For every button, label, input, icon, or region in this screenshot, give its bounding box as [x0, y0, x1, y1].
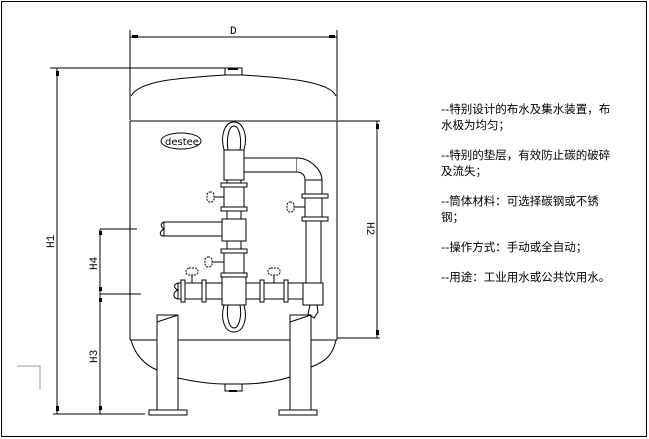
tank-legs: [148, 314, 318, 416]
dimension-h3-h4: H4 H3: [89, 228, 141, 414]
note-distribution: --特别设计的布水及集水装置，布水极为均匀；: [441, 102, 611, 132]
feature-notes: --特别设计的布水及集水装置，布水极为均匀； --特别的垫层，有效防止碳的破碎及…: [441, 101, 621, 299]
note-operation-mode: --操作方式：手动或全自动；: [441, 240, 588, 254]
dimension-h1-label: H1: [46, 234, 58, 248]
brand-logo-text: destee: [165, 137, 199, 148]
dimension-h2: H2: [363, 121, 379, 338]
dimension-d-label: D: [230, 26, 237, 38]
note-application: --用途：工业用水或公共饮用水。: [441, 270, 611, 284]
dimension-h4-label: H4: [89, 256, 101, 270]
note-support-layer: --特别的垫层，有效防止碳的破碎及流失；: [441, 148, 611, 178]
dimension-h2-label: H2: [363, 222, 375, 235]
piping: [159, 121, 329, 333]
dimension-h3-label: H3: [89, 350, 101, 363]
note-shell-material: --筒体材料：可选择碳钢或不锈钢；: [441, 194, 599, 224]
dimension-d: D: [129, 26, 338, 120]
corner-mark: [17, 365, 41, 390]
dimension-h1: H1: [46, 67, 145, 415]
brand-logo: destee: [160, 132, 202, 150]
tank-bottom-head: [130, 339, 337, 392]
tank-top-head: [50, 67, 337, 122]
